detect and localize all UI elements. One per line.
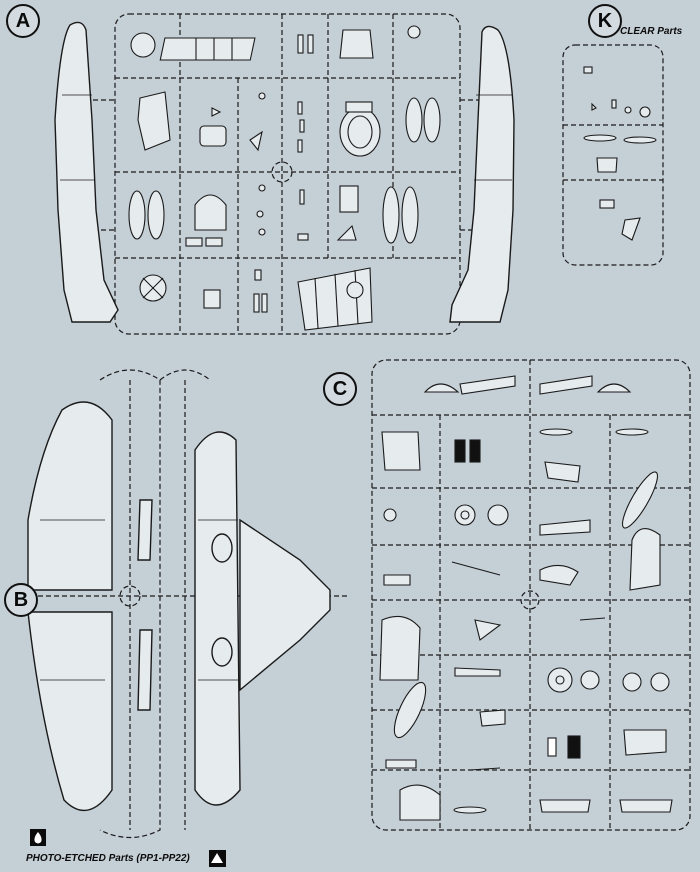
sprue-a-label: A: [6, 4, 40, 38]
footer-icons: [30, 829, 226, 867]
sprue-a-parts: [128, 25, 441, 331]
sprue-k: [562, 44, 664, 266]
sprue-b-label: B: [4, 583, 38, 617]
sprue-c-parts: [379, 375, 673, 821]
sprue-b-parts: [27, 401, 331, 812]
clear-parts-caption: CLEAR Parts: [620, 26, 683, 37]
sprue-k-parts: [583, 66, 657, 241]
sprue-c-label: C: [323, 372, 357, 406]
fuselage-halves-a: [54, 21, 515, 323]
photo-etched-caption: PHOTO-ETCHED Parts (PP1-PP22): [26, 853, 190, 864]
sprue-c: [371, 359, 691, 831]
sprue-a: [85, 13, 490, 335]
sprue-k-label: K: [588, 4, 622, 38]
